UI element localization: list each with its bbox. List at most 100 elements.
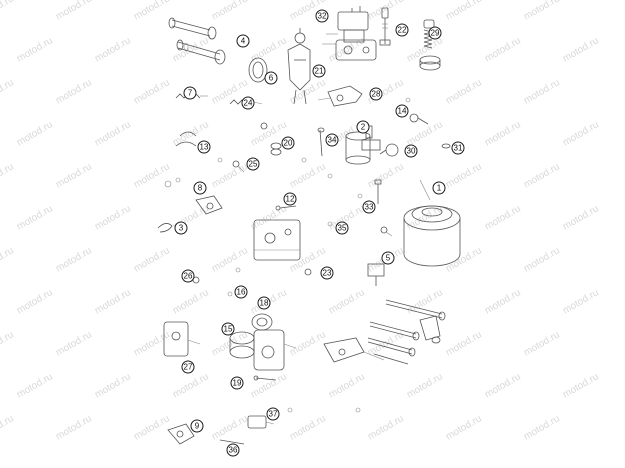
part-13-clip (175, 131, 197, 147)
callout-37: 37 (266, 407, 280, 421)
watermark-text: motod.ru (522, 329, 562, 358)
watermark-text: motod.ru (483, 287, 523, 316)
callout-3: 3 (174, 221, 188, 235)
watermark-text: motod.ru (483, 35, 523, 64)
svg-text:9: 9 (195, 422, 200, 431)
svg-text:5: 5 (386, 254, 391, 263)
watermark-text: motod.ru (0, 0, 16, 23)
part-36-pin (219, 439, 245, 445)
callout-16: 16 (234, 285, 248, 299)
watermark-text: motod.ru (522, 77, 562, 106)
watermark-text: motod.ru (210, 413, 250, 442)
svg-text:24: 24 (244, 99, 253, 108)
watermark-text: motod.ru (132, 0, 172, 23)
svg-text:34: 34 (328, 136, 337, 145)
watermark-text: motod.ru (93, 119, 133, 148)
callout-36: 36 (226, 443, 240, 457)
watermark-text: motod.ru (15, 287, 55, 316)
svg-text:8: 8 (198, 184, 203, 193)
watermark-text: motod.ru (0, 161, 16, 190)
watermark-text: motod.ru (522, 245, 562, 274)
watermark-text: motod.ru (171, 371, 211, 400)
svg-text:35: 35 (338, 224, 347, 233)
watermark-text: motod.ru (0, 245, 16, 274)
watermark-text: motod.ru (171, 287, 211, 316)
watermark-text: motod.ru (15, 203, 55, 232)
watermark-text: motod.ru (0, 329, 16, 358)
callout-9: 9 (190, 419, 204, 433)
svg-text:7: 7 (188, 89, 193, 98)
watermark-text: motod.ru (54, 329, 94, 358)
part-12-link (275, 205, 297, 211)
callout-34: 34 (325, 133, 339, 147)
callout-30: 30 (404, 144, 418, 158)
watermark-text: motod.ru (210, 161, 250, 190)
callout-28: 28 (369, 87, 383, 101)
watermark-text: motod.ru (405, 371, 445, 400)
part-34-pin (317, 127, 325, 157)
part-14-bolt (409, 113, 429, 125)
callout-2: 2 (356, 120, 370, 134)
svg-text:6: 6 (269, 74, 274, 83)
watermark-text: motod.ru (444, 329, 484, 358)
watermark-text: motod.ru (15, 371, 55, 400)
svg-text:22: 22 (398, 26, 407, 35)
watermark-text: motod.ru (366, 161, 406, 190)
svg-text:27: 27 (184, 363, 193, 372)
svg-text:25: 25 (249, 160, 258, 169)
watermark-text: motod.ru (405, 287, 445, 316)
svg-text:2: 2 (361, 123, 366, 132)
watermark-text: motod.ru (405, 35, 445, 64)
watermark-text: motod.ru (15, 119, 55, 148)
watermark-text: motod.ru (405, 119, 445, 148)
svg-text:14: 14 (398, 107, 407, 116)
part-23-cap (304, 268, 312, 276)
watermark-text: motod.ru (366, 0, 406, 23)
watermark-text: motod.ru (0, 413, 16, 442)
watermark-text: motod.ru (561, 203, 601, 232)
watermark-text: motod.ru (210, 245, 250, 274)
callout-18: 18 (257, 296, 271, 310)
part-21-bracket (287, 28, 311, 105)
callout-7: 7 (183, 86, 197, 100)
callout-1: 1 (432, 181, 446, 195)
watermark-text: motod.ru (522, 0, 562, 23)
svg-text:20: 20 (284, 139, 293, 148)
watermark-text: motod.ru (210, 0, 250, 23)
watermark-text: motod.ru (561, 35, 601, 64)
watermark-text: motod.ru (93, 203, 133, 232)
callout-33: 33 (362, 200, 376, 214)
part-8-rod-end (195, 195, 223, 215)
center-housing (253, 219, 301, 261)
part-37-bracket (247, 415, 275, 429)
watermark-text: motod.ru (15, 35, 55, 64)
watermark-text: motod.ru (93, 287, 133, 316)
watermark-text: motod.ru (444, 161, 484, 190)
svg-text:33: 33 (365, 203, 374, 212)
watermark-text: motod.ru (132, 245, 172, 274)
part-28-lever (317, 85, 363, 107)
part-19-link (253, 375, 277, 381)
svg-text:23: 23 (323, 269, 332, 278)
watermark-layer: motod.ru motod.ru motod.ru motod.ru motod.ru… (0, 0, 601, 443)
svg-text:12: 12 (286, 195, 295, 204)
svg-text:31: 31 (454, 144, 463, 153)
watermark-text: motod.ru (444, 413, 484, 442)
lower-bracket (323, 337, 385, 363)
watermark-text: motod.ru (483, 371, 523, 400)
cylinder-group (229, 313, 297, 371)
watermark-text: motod.ru (0, 77, 16, 106)
part-4-shaft (168, 17, 226, 65)
svg-text:13: 13 (200, 143, 209, 152)
callout-27: 27 (181, 360, 195, 374)
part-9-cam (167, 423, 195, 445)
svg-text:29: 29 (431, 29, 440, 38)
part-27-housing (163, 321, 201, 357)
watermark-text: motod.ru (288, 413, 328, 442)
svg-text:4: 4 (241, 37, 246, 46)
svg-text:28: 28 (372, 90, 381, 99)
watermark-text: motod.ru (54, 161, 94, 190)
svg-text:1: 1 (437, 184, 442, 193)
